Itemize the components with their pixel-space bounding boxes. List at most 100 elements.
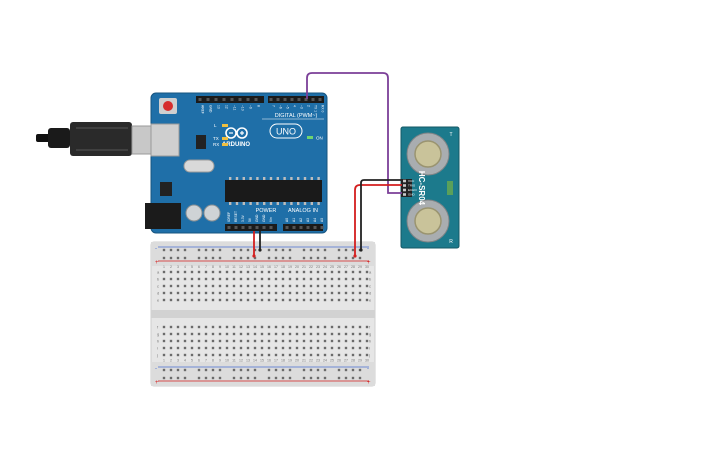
rail-hole[interactable]: [169, 256, 173, 260]
breadboard-hole[interactable]: [246, 277, 250, 281]
header-pin[interactable]: [311, 98, 315, 101]
rail-hole[interactable]: [246, 248, 250, 252]
breadboard-hole[interactable]: [239, 332, 243, 336]
breadboard-hole[interactable]: [246, 346, 250, 350]
breadboard-hole[interactable]: [358, 332, 362, 336]
top-header-left[interactable]: [196, 96, 264, 103]
breadboard-hole[interactable]: [323, 284, 327, 288]
breadboard-hole[interactable]: [337, 284, 341, 288]
breadboard-hole[interactable]: [337, 291, 341, 295]
header-pin[interactable]: [269, 98, 273, 101]
breadboard-hole[interactable]: [225, 346, 229, 350]
breadboard-hole[interactable]: [183, 277, 187, 281]
breadboard-hole[interactable]: [197, 339, 201, 343]
breadboard-hole[interactable]: [162, 325, 166, 329]
breadboard-hole[interactable]: [267, 291, 271, 295]
breadboard-hole[interactable]: [281, 346, 285, 350]
breadboard-hole[interactable]: [288, 277, 292, 281]
rail-hole[interactable]: [246, 376, 250, 380]
breadboard-hole[interactable]: [204, 332, 208, 336]
rail-hole[interactable]: [323, 256, 327, 260]
rail-hole[interactable]: [358, 256, 362, 260]
rail-hole[interactable]: [211, 248, 215, 252]
breadboard-hole[interactable]: [176, 325, 180, 329]
breadboard-hole[interactable]: [197, 353, 201, 357]
breadboard-hole[interactable]: [351, 339, 355, 343]
breadboard-hole[interactable]: [323, 332, 327, 336]
rail-hole[interactable]: [176, 376, 180, 380]
breadboard-hole[interactable]: [204, 298, 208, 302]
breadboard-hole[interactable]: [358, 353, 362, 357]
header-pin[interactable]: [306, 226, 310, 229]
rail-hole[interactable]: [267, 368, 271, 372]
rail-hole[interactable]: [274, 368, 278, 372]
breadboard-hole[interactable]: [309, 277, 313, 281]
breadboard-hole[interactable]: [337, 325, 341, 329]
breadboard-hole[interactable]: [281, 353, 285, 357]
breadboard-hole[interactable]: [274, 270, 278, 274]
header-pin[interactable]: [297, 98, 301, 101]
breadboard-hole[interactable]: [190, 325, 194, 329]
breadboard-hole[interactable]: [295, 277, 299, 281]
rail-hole[interactable]: [288, 248, 292, 252]
rail-hole[interactable]: [267, 256, 271, 260]
breadboard-hole[interactable]: [337, 353, 341, 357]
breadboard-hole[interactable]: [211, 346, 215, 350]
breadboard-hole[interactable]: [316, 353, 320, 357]
breadboard-hole[interactable]: [281, 339, 285, 343]
breadboard-hole[interactable]: [351, 353, 355, 357]
header-pin[interactable]: [318, 98, 322, 101]
breadboard-hole[interactable]: [218, 298, 222, 302]
breadboard-hole[interactable]: [232, 325, 236, 329]
breadboard-hole[interactable]: [330, 325, 334, 329]
breadboard-hole[interactable]: [239, 291, 243, 295]
breadboard-hole[interactable]: [302, 298, 306, 302]
rail-hole[interactable]: [309, 256, 313, 260]
breadboard-hole[interactable]: [239, 325, 243, 329]
breadboard-hole[interactable]: [260, 346, 264, 350]
breadboard-hole[interactable]: [337, 298, 341, 302]
header-pin[interactable]: [248, 226, 252, 229]
breadboard-hole[interactable]: [239, 284, 243, 288]
breadboard-hole[interactable]: [225, 291, 229, 295]
breadboard-hole[interactable]: [330, 346, 334, 350]
breadboard-hole[interactable]: [211, 325, 215, 329]
breadboard-hole[interactable]: [302, 270, 306, 274]
breadboard-hole[interactable]: [267, 270, 271, 274]
breadboard-hole[interactable]: [197, 284, 201, 288]
breadboard-hole[interactable]: [281, 270, 285, 274]
rail-hole[interactable]: [253, 368, 257, 372]
breadboard-hole[interactable]: [246, 270, 250, 274]
breadboard-hole[interactable]: [190, 270, 194, 274]
breadboard-hole[interactable]: [323, 298, 327, 302]
header-pin[interactable]: [290, 98, 294, 101]
breadboard-hole[interactable]: [302, 353, 306, 357]
breadboard-hole[interactable]: [316, 277, 320, 281]
breadboard-hole[interactable]: [267, 298, 271, 302]
breadboard-hole[interactable]: [204, 284, 208, 288]
rail-hole[interactable]: [274, 256, 278, 260]
breadboard-hole[interactable]: [316, 346, 320, 350]
breadboard-hole[interactable]: [190, 277, 194, 281]
breadboard-hole[interactable]: [253, 298, 257, 302]
rail-hole[interactable]: [309, 248, 313, 252]
rail-hole[interactable]: [302, 376, 306, 380]
wire-trig[interactable]: [306, 72, 402, 194]
rail-hole[interactable]: [162, 248, 166, 252]
breadboard-hole[interactable]: [211, 270, 215, 274]
breadboard-hole[interactable]: [169, 298, 173, 302]
breadboard-hole[interactable]: [218, 346, 222, 350]
breadboard-hole[interactable]: [309, 346, 313, 350]
breadboard-hole[interactable]: [337, 346, 341, 350]
breadboard-hole[interactable]: [316, 270, 320, 274]
breadboard-hole[interactable]: [211, 332, 215, 336]
rail-hole[interactable]: [169, 376, 173, 380]
breadboard-hole[interactable]: [169, 284, 173, 288]
rail-hole[interactable]: [204, 248, 208, 252]
breadboard-hole[interactable]: [162, 332, 166, 336]
breadboard-hole[interactable]: [204, 339, 208, 343]
breadboard-hole[interactable]: [169, 277, 173, 281]
rail-hole[interactable]: [274, 376, 278, 380]
breadboard-hole[interactable]: [344, 346, 348, 350]
